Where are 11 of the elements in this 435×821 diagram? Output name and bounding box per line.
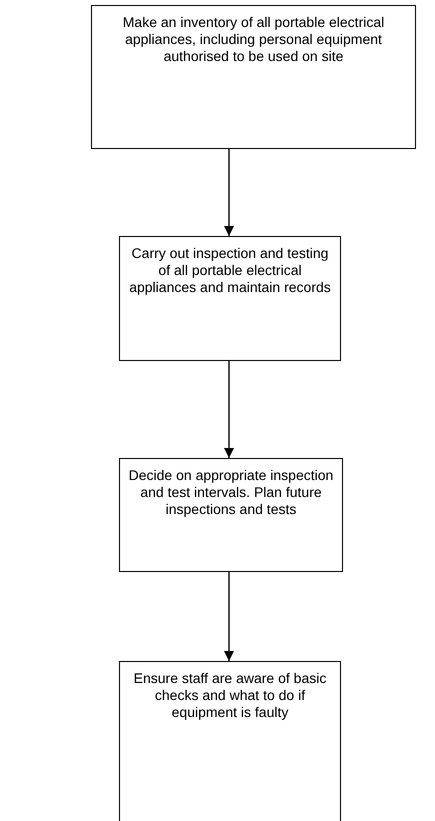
step-text: Decide on appropriate inspection and test intervals. Plan future inspections and tests xyxy=(128,467,334,518)
step-text: Carry out inspection and testing of all portable electrical appliances and maintain records xyxy=(128,245,332,296)
arrow xyxy=(224,572,234,661)
step-text: Make an inventory of all portable electrical appliances, including personal equipment authorised to be used on site xyxy=(122,14,386,65)
step-text: Ensure staff are aware of basic checks and what to do if equipment is faulty xyxy=(132,670,328,721)
arrow xyxy=(224,361,234,458)
process-box xyxy=(91,5,416,149)
arrow xyxy=(224,149,234,236)
process-box xyxy=(119,236,341,361)
process-box xyxy=(119,458,343,572)
process-box xyxy=(119,661,341,821)
